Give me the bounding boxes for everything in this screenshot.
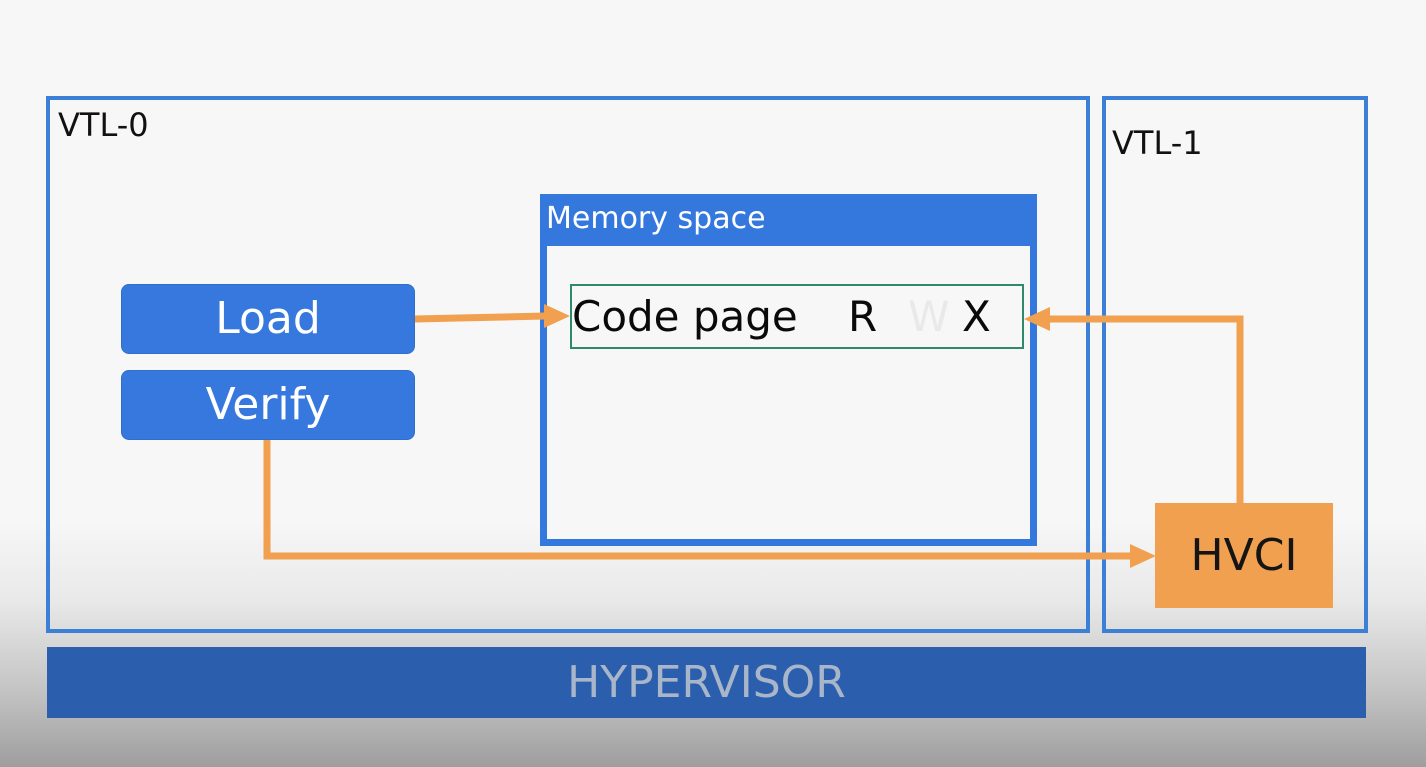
hypervisor-bar: HYPERVISOR	[47, 647, 1366, 718]
code-page-label: Code page	[572, 292, 798, 341]
code-page-box: Code page R W X	[570, 284, 1024, 349]
write-permission: W	[908, 292, 950, 341]
load-button: Load	[121, 284, 415, 354]
vtl-0-label: VTL-0	[58, 106, 149, 144]
memory-space-box: Memory space	[540, 194, 1037, 546]
execute-permission: X	[962, 292, 991, 341]
verify-button: Verify	[121, 370, 415, 440]
memory-space-label: Memory space	[540, 194, 1037, 246]
vtl-1-label: VTL-1	[1112, 124, 1203, 162]
hvci-box: HVCI	[1155, 503, 1333, 608]
read-permission: R	[848, 292, 878, 341]
